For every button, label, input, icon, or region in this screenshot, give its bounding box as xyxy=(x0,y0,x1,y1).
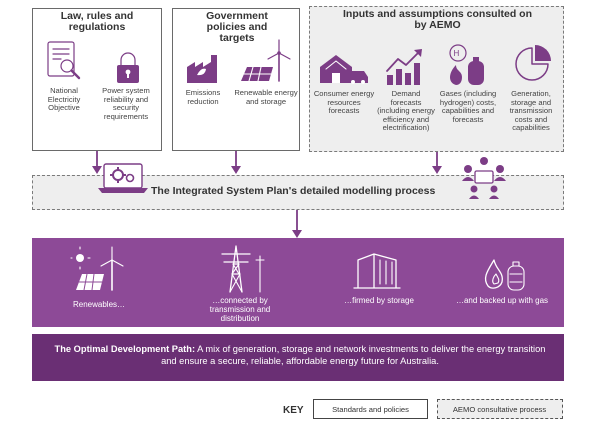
government-policies-title: Government policies and targets xyxy=(206,10,268,44)
emissions-reduction-label: Emissions reduction xyxy=(185,88,221,106)
svg-text:H: H xyxy=(454,49,460,58)
hydro-dam-icon xyxy=(353,253,401,289)
gas-flame-icon xyxy=(484,259,525,291)
gases-label: Gases (including hydrogen) costs, capabi… xyxy=(439,89,497,124)
odp-description: The Optimal Development Path: A mix of g… xyxy=(50,343,550,367)
factory-leaf-icon xyxy=(187,55,217,83)
law-rules-title: Law, rules and regulations xyxy=(60,10,134,33)
transmission-tower-icon xyxy=(221,245,265,293)
document-search-icon xyxy=(47,41,81,80)
key-consult-label: AEMO consultative process xyxy=(452,405,547,414)
solar-wind-icon xyxy=(70,246,124,291)
backed-up-gas-label: …and backed up with gas xyxy=(455,296,549,305)
firmed-storage-label: …firmed by storage xyxy=(344,296,414,305)
connected-transmission-label: …connected by transmission and distribut… xyxy=(209,296,271,323)
wind-solar-icon xyxy=(241,39,291,82)
generation-storage-label: Generation, storage and transmission cos… xyxy=(509,89,553,133)
inputs-assumptions-box: Inputs and assumptions consulted on by A… xyxy=(309,6,564,152)
pie-chart-icon xyxy=(515,45,551,81)
key-consult-swatch: AEMO consultative process xyxy=(437,399,563,419)
renewables-label: Renewables… xyxy=(72,300,126,309)
government-policies-box: Government policies and targets Emission… xyxy=(172,8,300,151)
power-system-reliability-label: Power system reliability and security re… xyxy=(102,86,150,121)
odp-heading: The Optimal Development Path: xyxy=(54,344,196,354)
inputs-assumptions-title: Inputs and assumptions consulted on by A… xyxy=(342,8,532,31)
demand-chart-icon xyxy=(386,49,422,85)
odp-text: A mix of generation, storage and network… xyxy=(161,344,546,366)
law-rules-box: Law, rules and regulations National Elec… xyxy=(32,8,162,151)
lock-icon xyxy=(117,52,139,83)
renewable-energy-storage-label: Renewable energy and storage xyxy=(234,88,298,106)
demand-forecasts-label: Demand forecasts (including energy effic… xyxy=(377,89,435,133)
people-meeting-icon xyxy=(462,157,506,199)
odp-description-panel: The Optimal Development Path: A mix of g… xyxy=(32,334,564,381)
key-standards-label: Standards and policies xyxy=(332,405,409,414)
modelling-process-title: The Integrated System Plan's detailed mo… xyxy=(151,185,436,197)
key-title: KEY xyxy=(283,405,304,416)
house-car-icon xyxy=(320,55,368,84)
consumer-energy-label: Consumer energy resources forecasts xyxy=(313,89,375,116)
national-electricity-objective-label: National Electricity Objective xyxy=(47,86,81,113)
key-standards-swatch: Standards and policies xyxy=(313,399,428,419)
odp-panel: Renewables… …connected by transmission a… xyxy=(32,238,564,327)
laptop-gears-icon xyxy=(98,163,148,193)
hydrogen-gas-icon: H xyxy=(449,44,484,85)
